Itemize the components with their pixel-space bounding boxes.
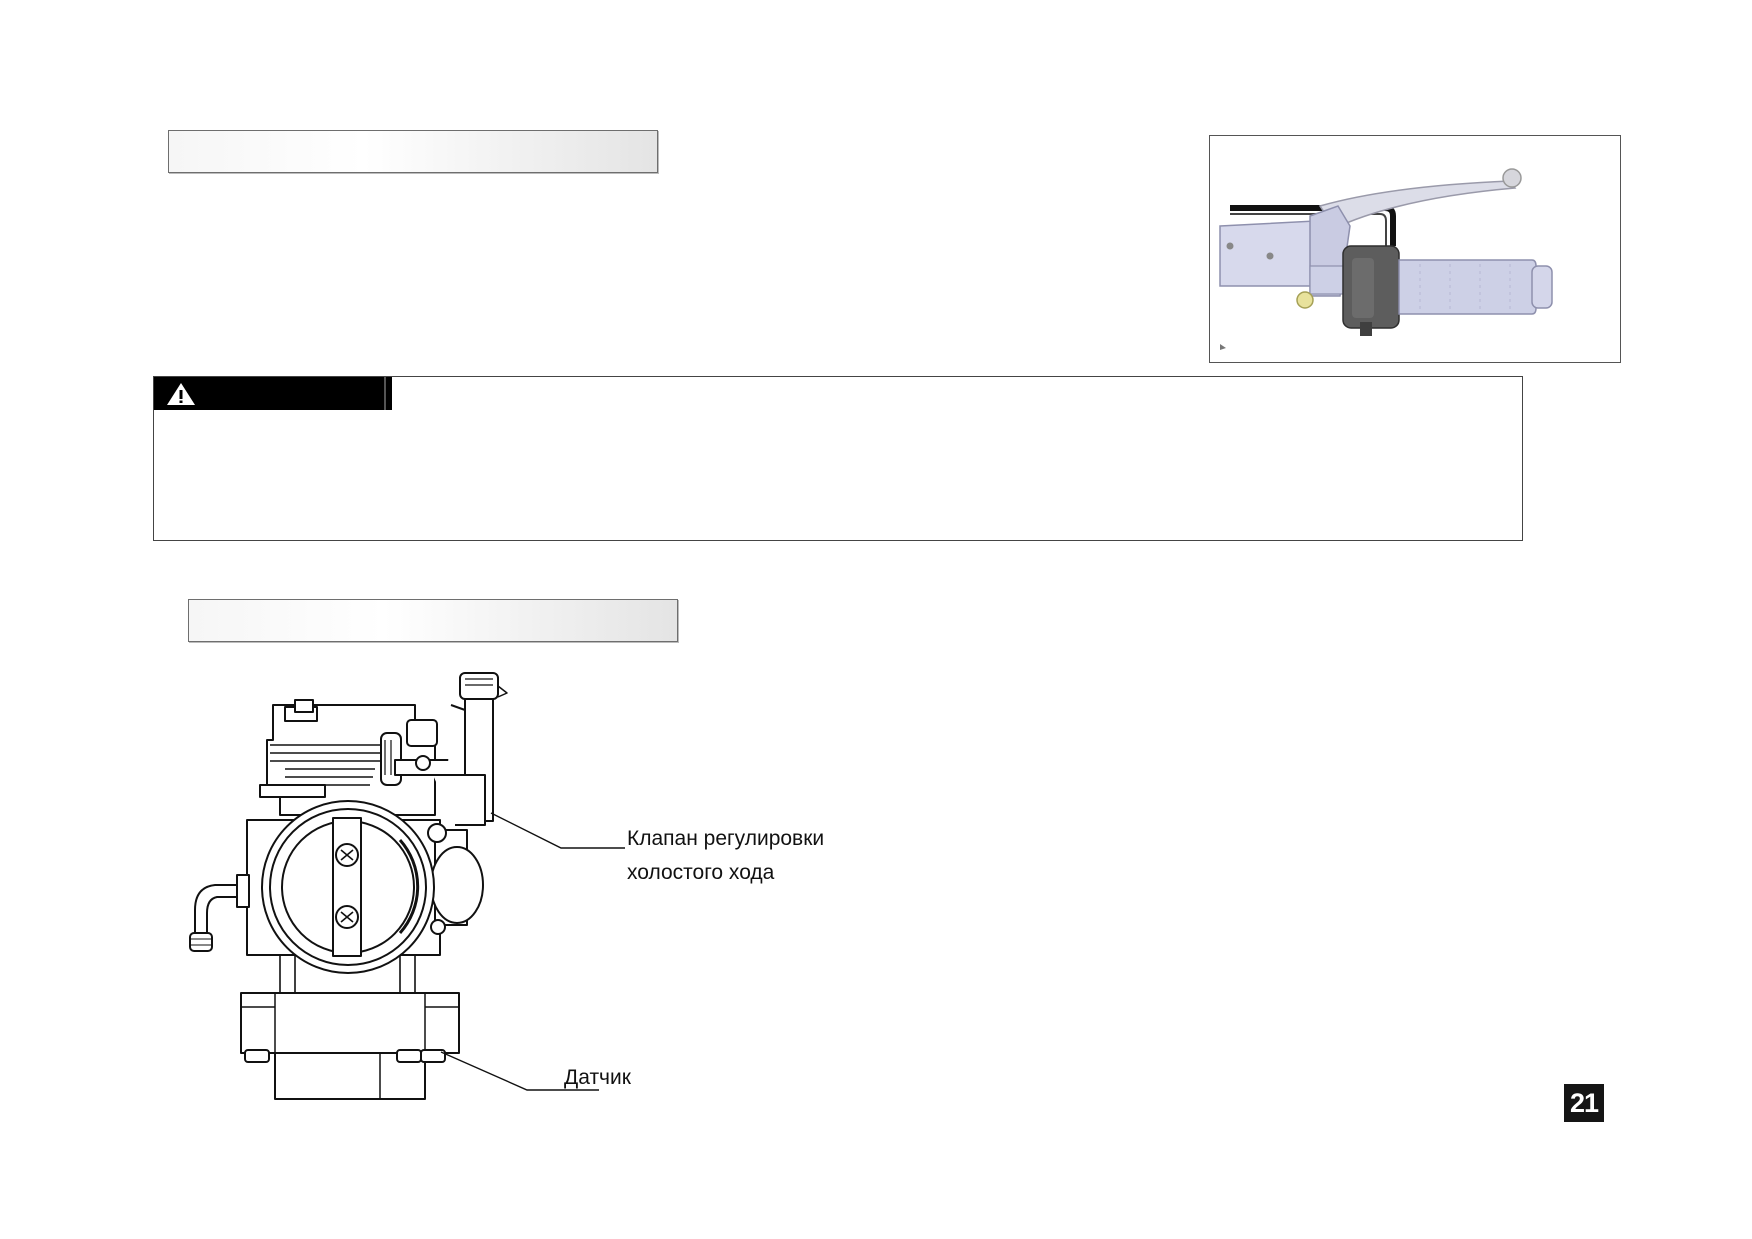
warning-triangle-icon — [167, 383, 195, 405]
callout-idle-valve: Клапан регулировки холостого хода — [627, 822, 824, 890]
section-header-bar — [188, 599, 678, 642]
callout-idle-valve-line2: холостого хода — [627, 861, 775, 884]
warning-box — [153, 376, 1523, 541]
warning-header-divider — [384, 377, 386, 410]
throttle-body-illustration — [189, 672, 625, 1100]
callout-idle-valve-line1: Клапан регулировки — [627, 827, 825, 850]
warning-header — [154, 377, 392, 410]
section-header-bar — [168, 130, 658, 173]
page-number: 21 — [1564, 1084, 1604, 1122]
brake-lever-illustration — [1209, 135, 1621, 363]
callout-sensor: Датчик — [564, 1066, 631, 1089]
